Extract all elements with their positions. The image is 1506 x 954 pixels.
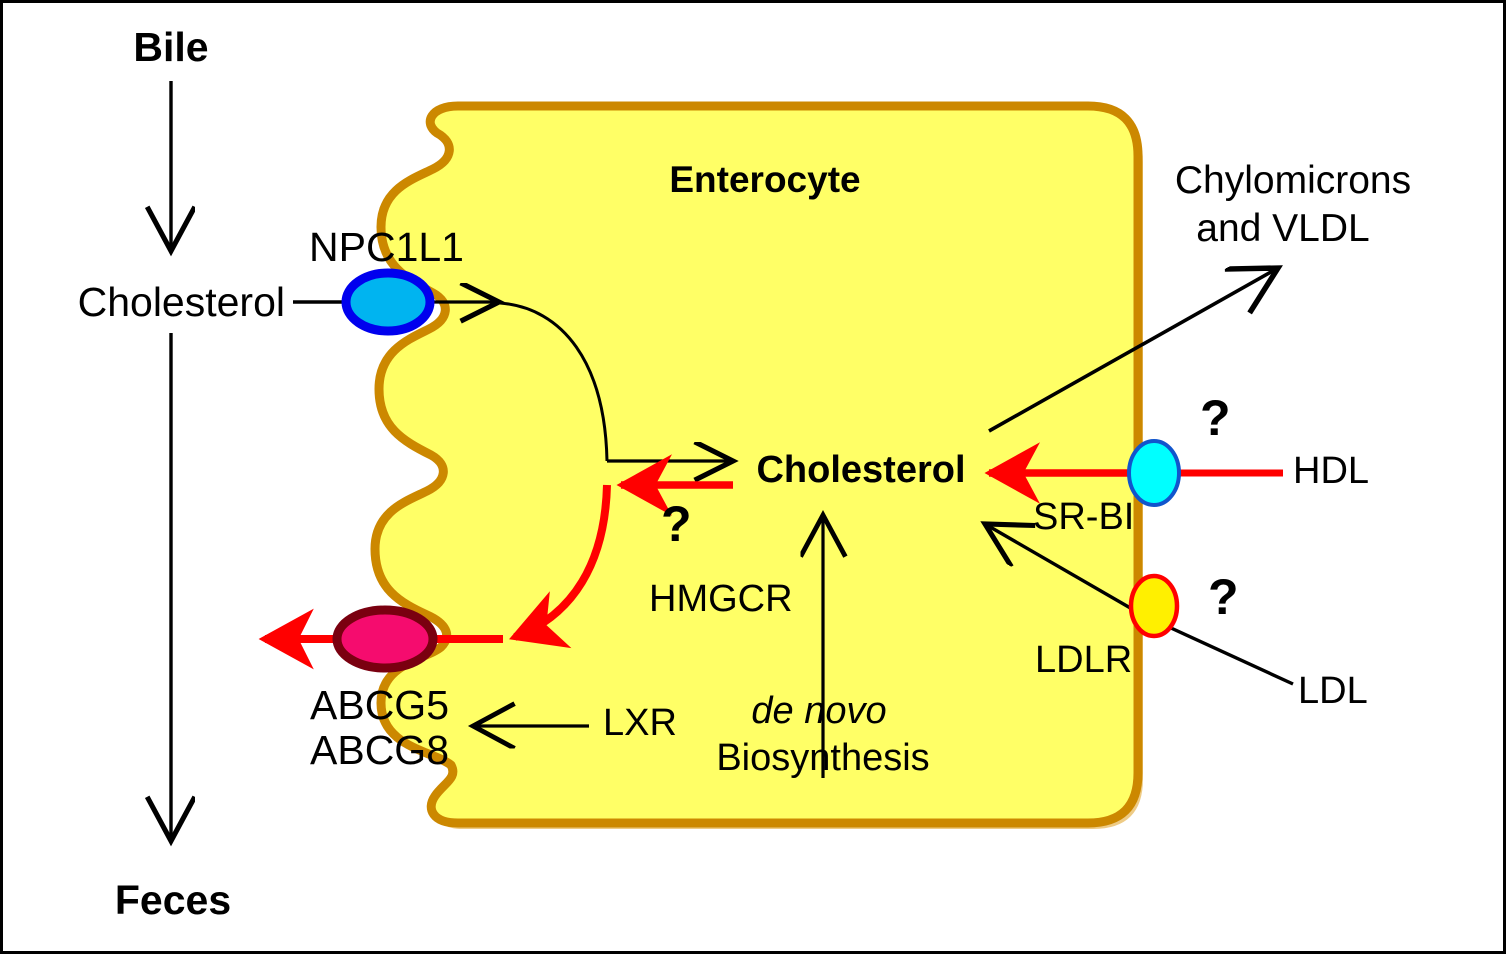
transporter-srbi-label: SR-BI: [1033, 496, 1135, 538]
chylomicrons-label-line2: and VLDL: [1196, 207, 1370, 250]
chylomicrons-label-line1: Chylomicrons: [1174, 159, 1412, 202]
lumen-sink-label: Feces: [114, 877, 232, 923]
lipoprotein-hdl-label: HDL: [1293, 450, 1370, 492]
lumen-source-label: Bile: [133, 24, 209, 70]
lipoprotein-ldl-label: LDL: [1298, 670, 1368, 712]
transporter-ldlr[interactable]: [1128, 573, 1180, 639]
hdl-question-mark: ?: [1200, 390, 1231, 446]
transporter-abcg5-label: ABCG5: [310, 682, 449, 728]
ldl-question-mark: ?: [1208, 569, 1239, 625]
transporter-ldlr-label: LDLR: [1035, 639, 1133, 681]
transporter-npc1l1[interactable]: [341, 268, 435, 336]
enzyme-hmgcr-label: HMGCR: [649, 578, 793, 620]
cell-title-label: Enterocyte: [669, 159, 861, 200]
line-ldl-to-ldlr: [1170, 626, 1294, 686]
arrow-ldlr-to-cholesterol-pool: [985, 524, 1140, 615]
transporter-abcg8-label: ABCG8: [310, 727, 449, 773]
cytosolic-cholesterol-pool-label: Cholesterol: [756, 449, 966, 491]
arrow-cholesterol-to-chylomicrons: [988, 268, 1278, 433]
transporter-abcg5-abcg8[interactable]: [332, 605, 438, 673]
regulator-lxr-label: LXR: [603, 702, 677, 744]
biosynthesis-label: Biosynthesis: [716, 737, 930, 779]
curve-efflux-to-abcg5-abcg8: [509, 484, 611, 649]
lumen-cholesterol-label: Cholesterol: [77, 279, 285, 325]
transporter-npc1l1-label: NPC1L1: [309, 224, 464, 270]
diagram-vector-layer: [3, 81, 1294, 951]
denovo-label: de novo: [751, 690, 887, 732]
transporter-sr-bi[interactable]: [1127, 439, 1181, 507]
curve-uptake-to-pool-junction: [499, 301, 609, 462]
efflux-question-mark: ?: [661, 496, 692, 552]
